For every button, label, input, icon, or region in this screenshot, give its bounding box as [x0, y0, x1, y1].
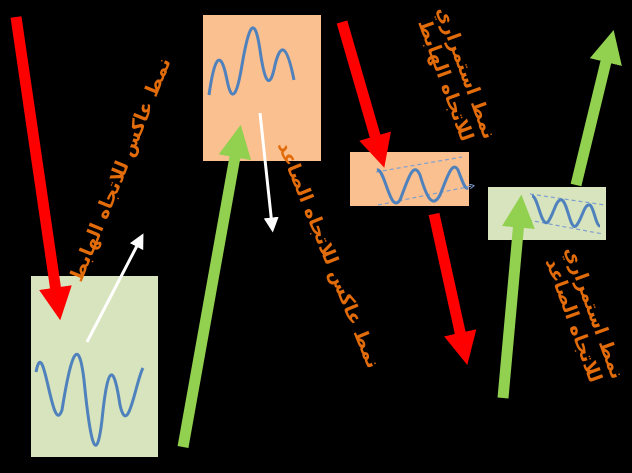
up-trend-arrow-icon — [570, 30, 622, 187]
up-trend-arrow-icon — [497, 194, 535, 399]
channel-upper-line — [375, 156, 463, 173]
down-trend-arrow-icon — [336, 20, 391, 168]
up-trend-arrow-icon — [177, 124, 252, 448]
channel-upper-line — [529, 193, 606, 206]
down-trend-arrow-icon — [10, 16, 72, 321]
wave-pattern-icon — [34, 352, 145, 447]
continuation-uptrend-box — [488, 187, 606, 240]
panel-reversal-downtrend — [10, 16, 158, 457]
reversal-downtrend-box — [31, 276, 158, 457]
wave-pattern-icon — [531, 194, 601, 228]
wave-pattern-icon — [376, 165, 469, 205]
channel-lower-line — [527, 219, 604, 235]
down-trend-arrow-icon — [428, 212, 477, 366]
reversal-hint-arrow-icon — [85, 233, 144, 343]
panel-reversal-uptrend — [177, 15, 321, 448]
wave-pattern-icon — [207, 26, 296, 96]
panel-continuation-downtrend — [336, 20, 477, 366]
panel-continuation-uptrend — [488, 30, 622, 399]
reversal-hint-arrow-icon — [258, 112, 279, 233]
